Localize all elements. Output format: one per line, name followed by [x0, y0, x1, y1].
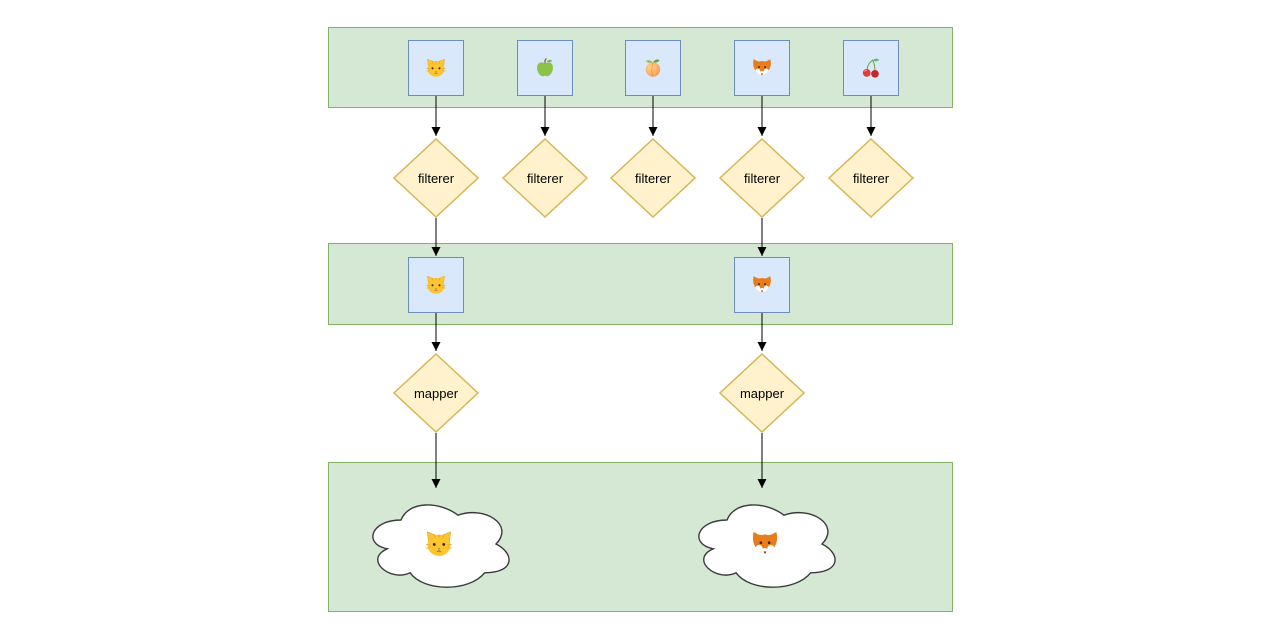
cat-icon: [424, 529, 454, 559]
filtered-box-fox: [734, 257, 790, 313]
cherries-icon: [860, 57, 882, 79]
green-apple-icon: [534, 57, 556, 79]
filterer-diamond-3: filterer: [610, 138, 696, 218]
input-box-fox: [734, 40, 790, 96]
input-box-green-apple: [517, 40, 573, 96]
result-cloud-cat: [361, 494, 517, 594]
filterer-label: filterer: [526, 170, 564, 186]
result-cloud-fox: [687, 494, 843, 594]
cat-icon: [425, 57, 447, 79]
filterer-label: filterer: [417, 170, 455, 186]
filterer-diamond-1: filterer: [393, 138, 479, 218]
filterer-label: filterer: [743, 170, 781, 186]
mapper-diamond-2: mapper: [719, 353, 805, 433]
filterer-label: filterer: [852, 170, 890, 186]
fox-icon: [751, 57, 773, 79]
filterer-diamond-4: filterer: [719, 138, 805, 218]
filterer-diamond-2: filterer: [502, 138, 588, 218]
filtered-box-cat: [408, 257, 464, 313]
fox-icon: [750, 529, 780, 559]
mapper-label: mapper: [413, 385, 459, 401]
input-box-cherries: [843, 40, 899, 96]
filterer-diamond-5: filterer: [828, 138, 914, 218]
peach-icon: [642, 57, 664, 79]
input-box-peach: [625, 40, 681, 96]
cat-icon: [425, 274, 447, 296]
fox-icon: [751, 274, 773, 296]
input-box-cat: [408, 40, 464, 96]
filterer-label: filterer: [634, 170, 672, 186]
mapper-diamond-1: mapper: [393, 353, 479, 433]
mapper-label: mapper: [739, 385, 785, 401]
